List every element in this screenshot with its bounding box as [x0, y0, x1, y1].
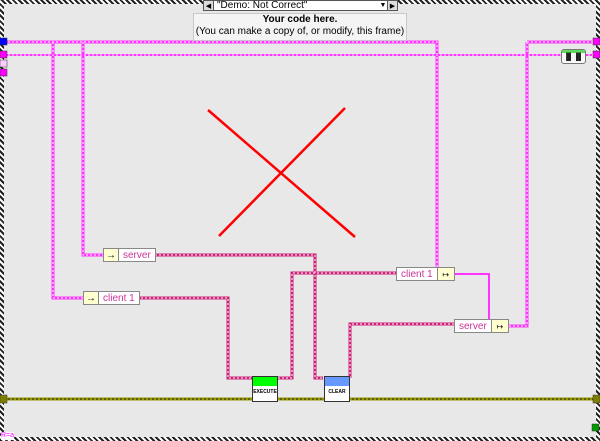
client1-label: client 1 — [103, 292, 135, 304]
comment-label: Your code here. (You can make a copy of,… — [193, 13, 407, 41]
case-selector[interactable]: ◀ "Demo: Not Correct" ▼ ▶ — [203, 0, 398, 11]
arrow-right-icon: → — [84, 292, 99, 304]
client1-bundle-node[interactable]: client 1 ↦ — [396, 267, 455, 281]
bundle-arrow-icon: ↦ — [436, 268, 454, 280]
iteration-terminal: R=a — [1, 432, 15, 440]
execute-button[interactable]: EXECUTE — [252, 376, 278, 402]
client1-unbundle-node[interactable]: → client 1 — [83, 291, 140, 305]
queue-refnum-icon[interactable]: ▐▌▐▌ — [561, 49, 586, 64]
case-dropdown-icon[interactable]: ▼ — [379, 2, 387, 9]
clear-button[interactable]: CLEAR — [324, 376, 350, 402]
arrow-right-icon: → — [104, 249, 119, 261]
server-label: server — [123, 249, 151, 261]
bundle-arrow-icon: ↦ — [490, 320, 508, 332]
case-selector-value: "Demo: Not Correct" — [217, 0, 308, 11]
comment-subtitle: (You can make a copy of, or modify, this… — [195, 26, 405, 37]
server-bundle-node[interactable]: server ↦ — [454, 319, 509, 333]
client1-label: client 1 — [401, 268, 433, 280]
not-correct-x-icon — [207, 107, 356, 238]
server-unbundle-node[interactable]: → server — [103, 248, 156, 262]
server-label: server — [459, 320, 487, 332]
case-prev-arrow-icon[interactable]: ◀ — [204, 1, 214, 10]
case-next-arrow-icon[interactable]: ▶ — [387, 1, 397, 10]
comment-title: Your code here. — [262, 14, 338, 25]
